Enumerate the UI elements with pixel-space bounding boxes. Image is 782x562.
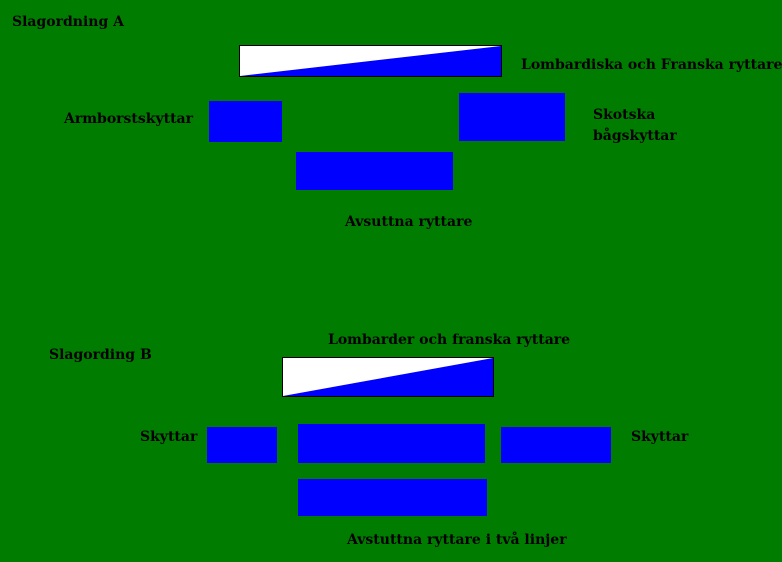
formation-a-title: Slagordning A — [12, 14, 124, 30]
formation-b-cavalry-wedge-shape — [283, 358, 493, 396]
formation-a-right-archers-label-line1: Skotska — [593, 107, 656, 123]
formation-a-dismounted-block — [296, 152, 453, 190]
formation-b-right-archers-label: Skyttar — [631, 429, 689, 445]
formation-a-dismounted-label: Avsuttna ryttare — [345, 214, 473, 230]
formation-a-left-archers-label: Armborstskyttar — [64, 111, 194, 127]
formation-b-dismounted-line-2 — [298, 479, 487, 516]
formation-a-right-archers-block — [459, 93, 565, 141]
formation-b-dismounted-line-1 — [298, 424, 485, 463]
formation-a-cavalry-wedge — [239, 45, 502, 77]
formation-a-cavalry-wedge-shape — [240, 46, 501, 76]
formation-a-cavalry-label: Lombardiska och Franska ryttare — [521, 57, 782, 73]
formation-b-left-archers-label: Skyttar — [140, 429, 198, 445]
formation-b-right-archers-block — [501, 427, 611, 463]
formation-b-left-archers-block — [207, 427, 277, 463]
formation-b-cavalry-wedge — [282, 357, 494, 397]
formation-a-right-archers-label-line2: bågskyttar — [593, 128, 677, 144]
formation-b-title: Slagording B — [49, 347, 152, 363]
formation-b-cavalry-label: Lombarder och franska ryttare — [328, 332, 571, 348]
formation-b-dismounted-label: Avstuttna ryttare i två linjer — [347, 532, 567, 548]
formation-a-left-archers-block — [209, 101, 282, 142]
